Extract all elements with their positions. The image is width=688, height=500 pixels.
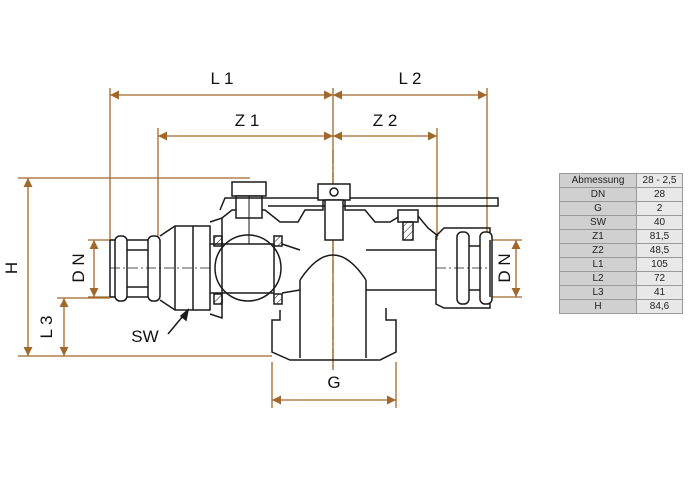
spec-value: 81,5: [636, 229, 683, 244]
spec-key: Z1: [559, 229, 637, 244]
spec-key: H: [559, 299, 637, 314]
dim-label-h: H: [2, 262, 21, 274]
dim-label-sw: SW: [131, 327, 158, 346]
dim-label-dn-left: D N: [69, 253, 88, 282]
spec-value: 40: [636, 215, 683, 230]
spec-value: 84,6: [636, 299, 683, 314]
dim-label-l3: L 3: [37, 315, 56, 338]
dimension-lines: [18, 88, 522, 408]
spec-value: 28 - 2,5: [636, 173, 683, 188]
dim-label-g: G: [327, 373, 340, 392]
spec-key: DN: [559, 187, 637, 202]
spec-value: 48,5: [636, 243, 683, 258]
spec-key: L3: [559, 285, 637, 300]
spec-value: 72: [636, 271, 683, 286]
spec-value: 41: [636, 285, 683, 300]
spec-key: L1: [559, 257, 637, 272]
spec-key: Z2: [559, 243, 637, 258]
spec-value: 2: [636, 201, 683, 216]
dim-label-z2: Z 2: [373, 111, 398, 130]
dim-label-z1: Z 1: [235, 111, 260, 130]
dim-label-l2: L 2: [398, 69, 421, 88]
spec-value: 105: [636, 257, 683, 272]
spec-key: G: [559, 201, 637, 216]
spec-key: Abmessung: [559, 173, 637, 188]
spec-key: SW: [559, 215, 637, 230]
valve-outline: [109, 181, 499, 361]
dim-label-dn-right: D N: [495, 253, 514, 282]
spec-key: L2: [559, 271, 637, 286]
spec-value: 28: [636, 187, 683, 202]
dim-label-l1: L 1: [210, 69, 233, 88]
